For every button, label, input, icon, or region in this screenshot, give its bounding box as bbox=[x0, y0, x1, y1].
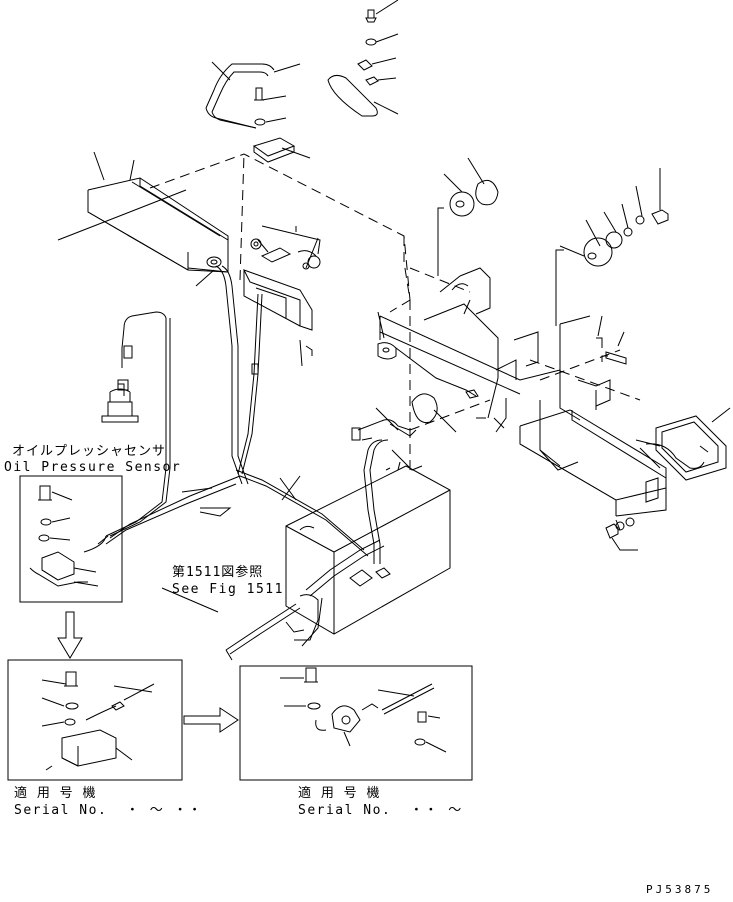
right-arrow bbox=[183, 707, 239, 733]
center-bracket bbox=[242, 225, 321, 367]
grab-handle bbox=[205, 61, 311, 163]
right-beam bbox=[519, 409, 667, 517]
lower-left-detail bbox=[7, 659, 183, 781]
oil-pressure-sensor-en-label: Oil Pressure Sensor bbox=[4, 460, 182, 475]
fig-reference-en-label: See Fig 1511 bbox=[172, 582, 284, 597]
rear-lamp bbox=[635, 407, 731, 481]
sensor-inset bbox=[19, 475, 123, 603]
left-beam bbox=[57, 151, 229, 287]
lower-right-detail bbox=[239, 665, 473, 781]
serial-left-jp-label: 適 用 号 機 bbox=[14, 786, 97, 801]
oil-pressure-sensor-jp-label: オイルプレッシャセンサ bbox=[12, 444, 167, 459]
serial-right-jp-label: 適 用 号 機 bbox=[298, 786, 381, 801]
drawing-code: PJ53875 bbox=[646, 883, 714, 896]
tank-box bbox=[285, 461, 451, 635]
oil-pressure-sensor-drawing bbox=[101, 345, 139, 423]
top-hardware-group bbox=[327, 0, 399, 117]
right-frame bbox=[379, 267, 611, 471]
down-arrow bbox=[57, 611, 83, 659]
right-top-hardware bbox=[375, 157, 669, 437]
fig-reference-jp-label: 第1511図参照 bbox=[172, 565, 264, 580]
leader-lines bbox=[161, 237, 319, 613]
bottom-right-hardware bbox=[605, 517, 638, 551]
serial-left-en-label: Serial No. ・ ～ ・・ bbox=[14, 803, 203, 818]
serial-right-en-label: Serial No. ・・ ～ bbox=[298, 803, 463, 818]
machine-body-outline bbox=[149, 153, 641, 470]
wire-harness bbox=[105, 265, 423, 661]
